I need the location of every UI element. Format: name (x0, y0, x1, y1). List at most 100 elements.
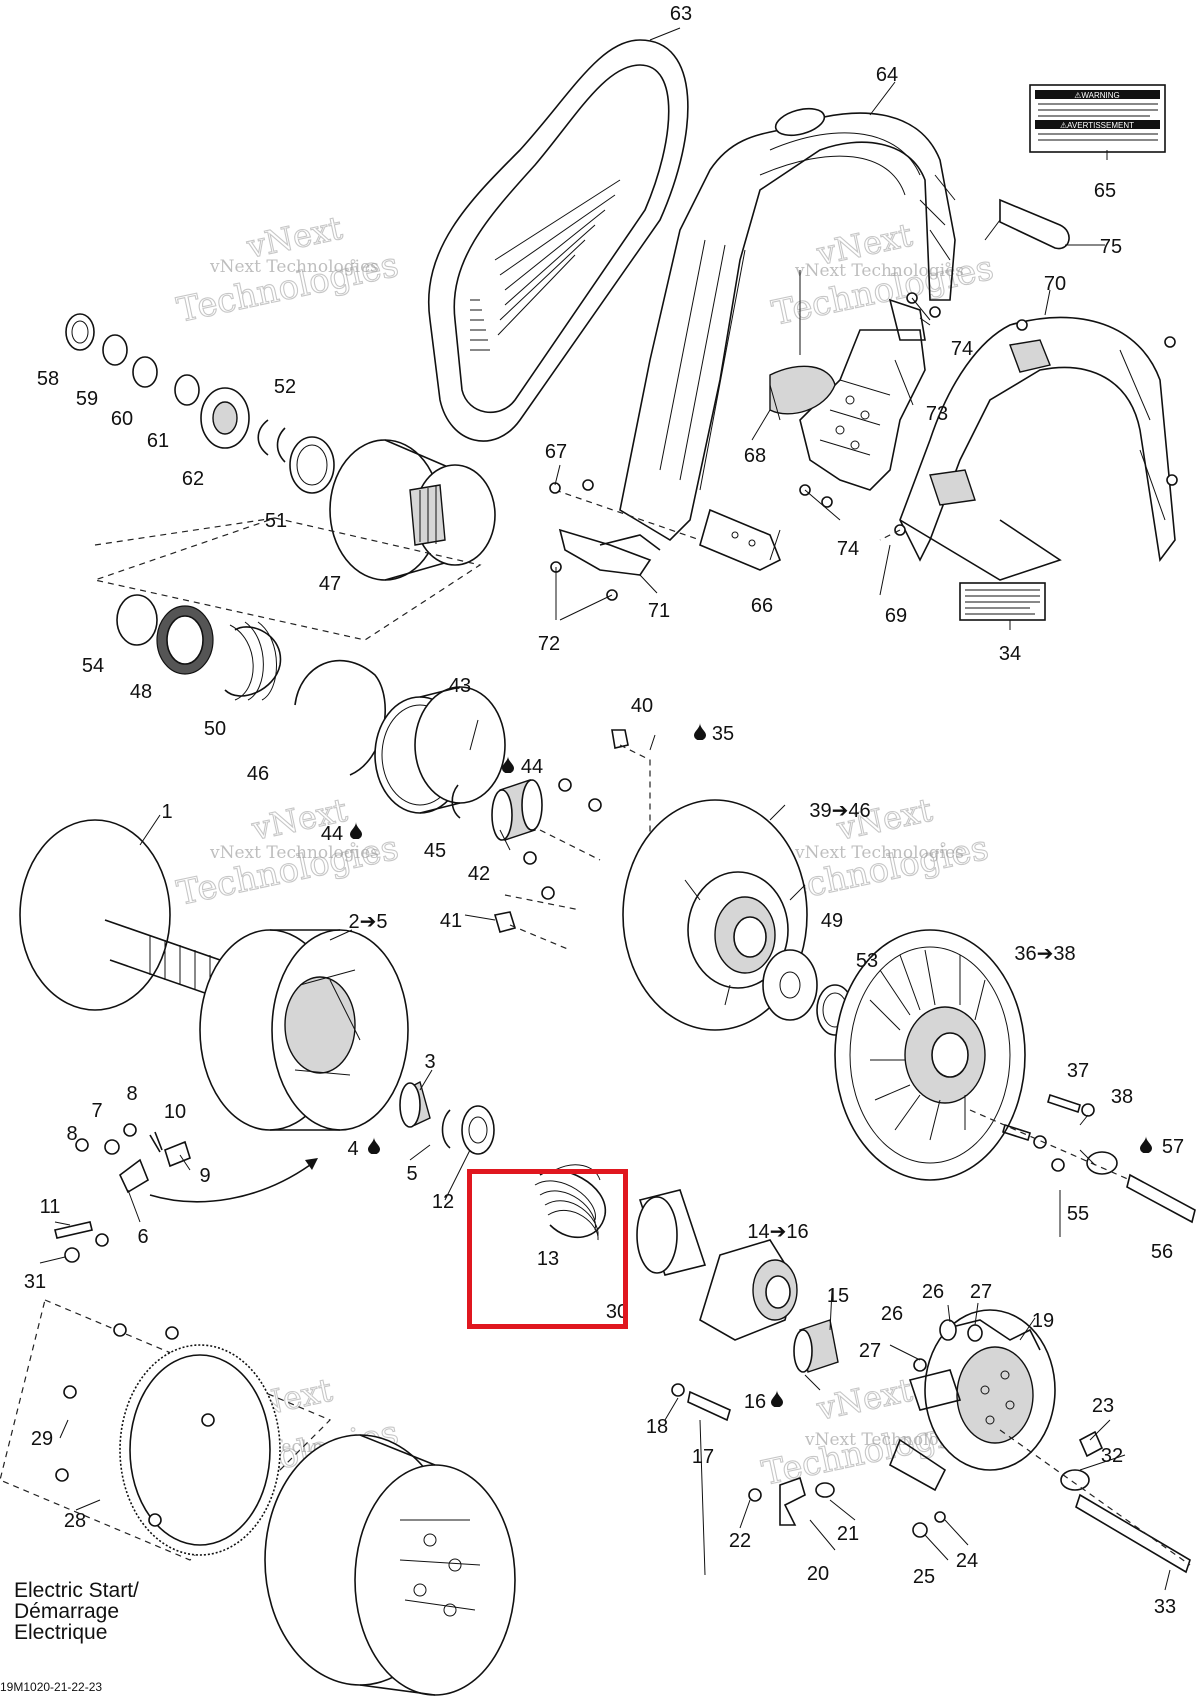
label-53: 53 (856, 950, 878, 972)
svg-text:⚠AVERTISSEMENT: ⚠AVERTISSEMENT (1060, 121, 1134, 130)
drive-belt (427, 39, 689, 442)
svg-text:vNext Technologies: vNext Technologies (804, 1430, 974, 1450)
label-58: 58 (37, 368, 59, 390)
label-4: 4 (347, 1138, 358, 1160)
label-67: 67 (545, 441, 567, 463)
label-6: 6 (137, 1226, 148, 1248)
svg-text:vNext Technologies: vNext Technologies (794, 261, 964, 281)
bushing-15-16 (793, 1319, 839, 1373)
ring-gear-28 (55, 1323, 281, 1556)
bushing-42-45 (451, 779, 543, 841)
spring-50 (116, 594, 282, 701)
label-47: 47 (319, 573, 341, 595)
label-46: 46 (247, 763, 269, 785)
label-36-38: 36➔38 (1014, 943, 1075, 965)
label-30: 30 (606, 1301, 628, 1323)
label-14-16: 14➔16 (747, 1221, 808, 1243)
clip-leader (984, 219, 1001, 241)
svg-text:vNext: vNext (813, 1371, 916, 1428)
guard-pad (769, 365, 836, 415)
label-17: 17 (692, 1446, 714, 1468)
label-38: 38 (1111, 1086, 1133, 1108)
ring-46-43 (294, 659, 506, 814)
label-69: 69 (885, 605, 907, 627)
label-64: 64 (876, 64, 898, 86)
label-74a: 74 (951, 338, 973, 360)
label-72: 72 (538, 633, 560, 655)
label-11: 11 (40, 1196, 61, 1218)
label-26a: 26 (881, 1303, 903, 1325)
label-9: 9 (199, 1165, 210, 1187)
label-39-46: 39➔46 (809, 800, 870, 822)
label-54: 54 (82, 655, 104, 677)
label-2-5: 2➔5 (348, 911, 387, 933)
highlight-box-part-13 (467, 1169, 628, 1329)
label-48: 48 (130, 681, 152, 703)
label-55: 55 (1067, 1203, 1089, 1225)
label-21: 21 (837, 1523, 859, 1545)
label-57: 57 (1162, 1136, 1184, 1158)
sleeve-30 (636, 1189, 707, 1276)
label-34: 34 (999, 643, 1021, 665)
label-71: 71 (648, 600, 670, 622)
clutch-cover-47 (329, 439, 496, 581)
watermark-mid-left: vNext vNext Technologies Technologies (173, 790, 403, 914)
label-41: 41 (440, 910, 462, 932)
label-70: 70 (1044, 273, 1066, 295)
label-63: 63 (670, 3, 692, 25)
label-3: 3 (424, 1051, 435, 1073)
electric-start-frame (0, 1299, 332, 1561)
label-49: 49 (821, 910, 843, 932)
label-45: 45 (424, 840, 446, 862)
upper-small-parts (65, 313, 335, 494)
oil-drop-icon (350, 822, 362, 839)
clutch-guard-housing (879, 316, 1178, 581)
label-10: 10 (164, 1101, 186, 1123)
weight-6-7-8-9-10-11-31 (54, 1123, 318, 1263)
label-44a: 44 (321, 823, 343, 845)
moving-sheave-2 (199, 929, 409, 1131)
label-35: 35 (712, 723, 734, 745)
label-66: 66 (751, 595, 773, 617)
label-27a: 27 (859, 1340, 881, 1362)
label-44b: 44 (521, 756, 543, 778)
spider-assembly (834, 929, 1026, 1181)
clip (999, 198, 1070, 250)
oil-drop-icon (694, 723, 706, 740)
label-73: 73 (926, 403, 948, 425)
label-5: 5 (406, 1163, 417, 1185)
belt-guard (619, 107, 956, 542)
label-56: 56 (1151, 1241, 1173, 1263)
label-59: 59 (76, 388, 98, 410)
label-19: 19 (1032, 1310, 1054, 1332)
label-24: 24 (956, 1550, 978, 1572)
label-28: 28 (64, 1510, 86, 1532)
label-37: 37 (1067, 1060, 1089, 1082)
moving-sheave (622, 799, 808, 1031)
label-75: 75 (1100, 236, 1122, 258)
label-65: 65 (1094, 180, 1116, 202)
part-labels: 63 64 65 75 70 74 73 6 8 67 74 71 66 72 6… (24, 3, 1184, 1618)
label-33: 33 (1154, 1596, 1176, 1618)
label-50: 50 (204, 718, 226, 740)
label-31: 31 (24, 1271, 46, 1293)
svg-text:vNext Technologies: vNext Technologies (209, 843, 379, 863)
label-32: 32 (1101, 1445, 1123, 1467)
label-8b: 8 (126, 1083, 137, 1105)
oil-drop-icon (368, 1137, 380, 1154)
oil-drop-icon (1140, 1136, 1152, 1153)
label-25: 25 (913, 1566, 935, 1588)
label-15: 15 (827, 1285, 849, 1307)
svg-text:vNext Technologies: vNext Technologies (794, 843, 964, 863)
fixed-sheave-1 (19, 819, 226, 1011)
label-60: 60 (111, 408, 133, 430)
label-13: 13 (537, 1248, 559, 1270)
label-74b: 74 (837, 538, 859, 560)
label-16: 16 (744, 1391, 766, 1413)
label-42: 42 (468, 863, 490, 885)
warning-decal: ⚠WARNING ⚠AVERTISSEMENT (1029, 84, 1166, 153)
label-51: 51 (265, 510, 287, 532)
screws-17-18 (671, 1383, 731, 1422)
nut-67b (582, 479, 594, 491)
